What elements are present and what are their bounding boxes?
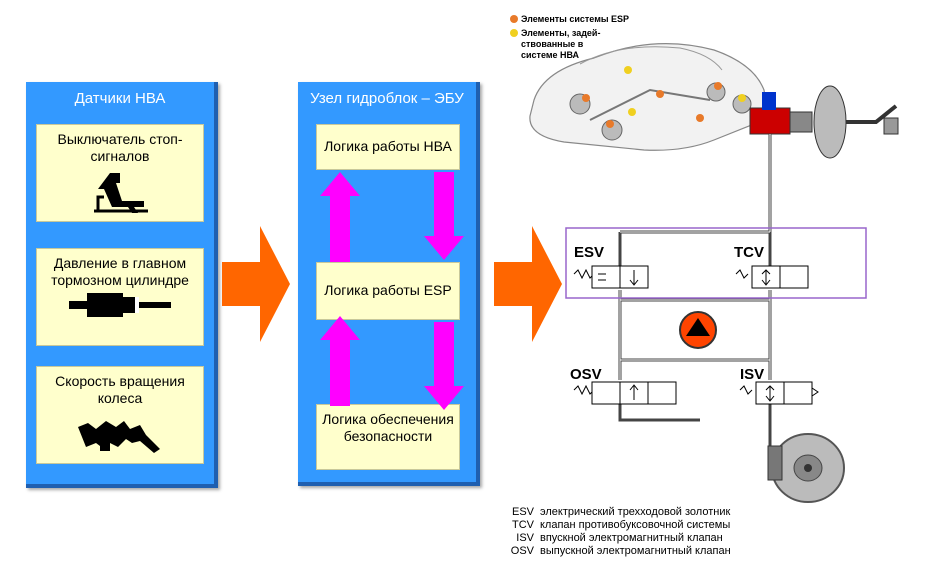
down-arrow-bottom-icon — [424, 322, 464, 410]
tcv-valve-icon — [735, 265, 809, 289]
involved-elements-legend: Элементы, задей-ствованные в системе НВА — [510, 28, 620, 61]
master-cylinder-pressure-card: Давление в главном тормозном цилиндре — [36, 248, 204, 346]
car-legend: Элементы системы ESP Элементы, задей-ств… — [510, 14, 629, 61]
valve-highlight-frame — [565, 227, 867, 299]
osv-label: OSV — [570, 366, 602, 383]
master-cylinder-pressure-label: Давление в главном тормозном цилиндре — [51, 255, 189, 288]
up-arrow-top-icon — [320, 172, 360, 262]
esp-logic-block: Логика работы ESP — [316, 262, 460, 320]
isv-valve-icon — [739, 381, 819, 405]
osv-valve-icon — [573, 381, 677, 405]
up-arrow-bottom-icon — [320, 316, 360, 406]
wheel-speed-sensor-icon — [78, 421, 160, 453]
isv-label: ISV — [740, 366, 765, 383]
brake-switch-label: Выключатель стоп-сигналов — [57, 131, 183, 164]
safety-logic-block: Логика обеспечения безопасности — [316, 404, 460, 470]
big-arrow-2-icon — [494, 226, 562, 342]
hba-logic-label: Логика работы НВА — [324, 138, 452, 154]
brake-disc-icon — [767, 433, 845, 503]
brake-switch-card: Выключатель стоп-сигналов — [36, 124, 204, 222]
ecu-panel: Узел гидроблок – ЭБУ Логика работы НВА Л… — [298, 82, 480, 486]
car-illustration — [529, 43, 766, 151]
hba-logic-block: Логика работы НВА — [316, 124, 460, 170]
esp-logic-label: Логика работы ESP — [324, 282, 452, 298]
involved-color-dot — [510, 29, 518, 37]
esp-elements-legend: Элементы системы ESP — [510, 14, 629, 25]
brake-booster-icon — [749, 85, 899, 159]
esp-color-dot — [510, 15, 518, 23]
wheel-speed-card: Скорость вращения колеса — [36, 366, 204, 464]
down-arrow-top-icon — [424, 172, 464, 260]
wheel-speed-label: Скорость вращения колеса — [55, 373, 185, 406]
esv-valve-icon — [573, 265, 649, 289]
sensors-panel: Датчики НВА Выключатель стоп-сигналов Да… — [26, 82, 218, 488]
big-arrow-1-icon — [222, 226, 290, 342]
safety-logic-label: Логика обеспечения безопасности — [322, 411, 454, 444]
esv-label: ESV — [574, 244, 605, 261]
sensors-panel-title: Датчики НВА — [74, 90, 166, 107]
pressure-sensor-icon — [69, 293, 171, 317]
brake-pedal-icon — [94, 173, 148, 213]
tcv-label: TCV — [734, 244, 764, 261]
pump-icon — [679, 311, 717, 349]
ecu-panel-title: Узел гидроблок – ЭБУ — [310, 90, 464, 107]
